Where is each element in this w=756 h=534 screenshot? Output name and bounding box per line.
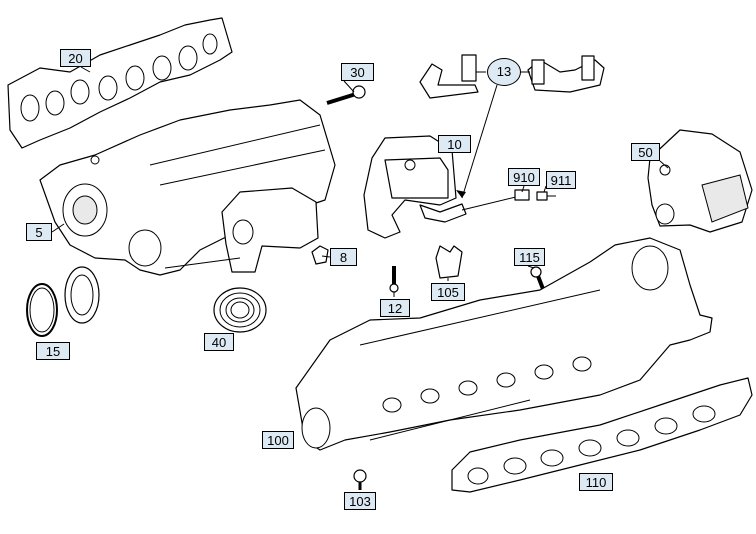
callout-115[interactable]: 115 [514,248,545,266]
callout-911[interactable]: 911 [546,171,576,189]
callout-910[interactable]: 910 [508,168,540,186]
bellows-40 [213,287,267,333]
callout-103[interactable]: 103 [344,492,376,510]
oring-15 [26,283,58,337]
harness-13 [419,54,605,199]
callout-100[interactable]: 100 [262,431,294,449]
gasket-20 [7,17,233,149]
callout-8[interactable]: 8 [330,248,357,266]
clip-8 [311,245,329,265]
bolt-30 [326,85,366,105]
callout-12[interactable]: 12 [380,299,410,317]
bracket-105 [435,245,463,279]
sensor-910 [514,189,556,201]
exhaust-manifold-100 [295,237,713,451]
throttle-50 [647,129,753,233]
callout-50[interactable]: 50 [631,143,660,161]
callout-5[interactable]: 5 [26,223,52,241]
valve-10 [363,135,521,239]
callout-15[interactable]: 15 [36,342,70,360]
callout-105[interactable]: 105 [431,283,465,301]
callout-40[interactable]: 40 [204,333,234,351]
bolt-12 [389,266,399,293]
callout-20[interactable]: 20 [60,49,91,67]
manifold-5 [39,99,336,276]
nut-103 [353,469,367,490]
callout-13[interactable]: 13 [487,58,521,86]
gasket-110 [451,377,753,493]
callout-30[interactable]: 30 [341,63,374,81]
callout-110[interactable]: 110 [579,473,613,491]
callout-10[interactable]: 10 [438,135,471,153]
pipe-sleeve [64,266,100,324]
